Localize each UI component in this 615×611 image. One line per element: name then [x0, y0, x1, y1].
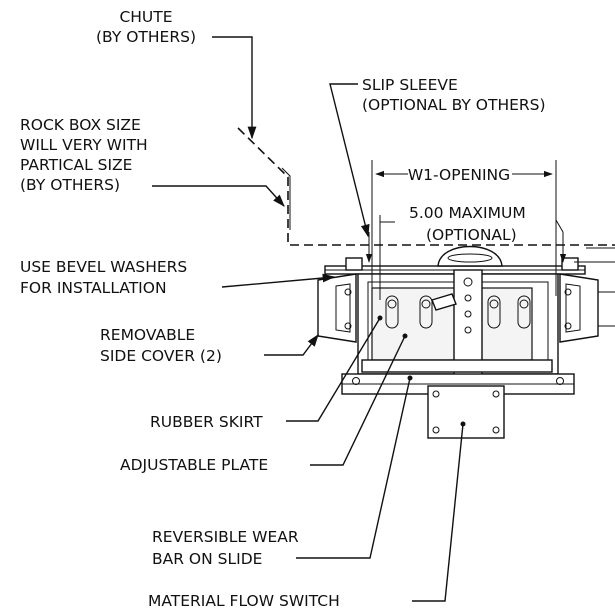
rubber-skirt-label: RUBBER SKIRT — [150, 413, 263, 431]
slip-sleeve-label-line2: (OPTIONAL BY OTHERS) — [362, 96, 546, 114]
flow-switch-leader — [412, 423, 464, 602]
right-washer-bracket — [561, 257, 579, 271]
rock-box-assembly — [317, 245, 615, 439]
bevel-leader — [221, 273, 336, 288]
max-dimension — [365, 215, 615, 300]
adjustable-plate-leader — [310, 335, 406, 466]
adjustment-slots — [385, 295, 531, 329]
wear-bar-leader — [296, 377, 411, 559]
adjustable-plate-dot — [402, 333, 408, 339]
max-label-line1: 5.00 MAXIMUM — [409, 204, 526, 222]
side-cover-label-line2: SIDE COVER (2) — [100, 347, 222, 365]
rock-box-label-line4: (BY OTHERS) — [20, 176, 120, 194]
w1-opening-dimension — [371, 160, 557, 296]
flow-switch-box — [427, 385, 505, 439]
slip-sleeve-leader — [329, 83, 370, 238]
flow-switch-dot — [460, 421, 466, 427]
wear-bar-label-line1: REVERSIBLE WEAR — [152, 528, 299, 546]
wear-bar-label-line2: BAR ON SLIDE — [152, 550, 262, 568]
chute-label-line1: CHUTE — [119, 8, 172, 26]
left-washer-bracket — [345, 257, 363, 271]
small-bracket — [431, 293, 457, 311]
rubber-skirt-leader — [286, 317, 381, 422]
chute-outline — [237, 127, 615, 246]
rubber-skirt-dot — [377, 315, 383, 321]
side-cover-label-line1: REMOVABLE — [100, 326, 195, 344]
rock-box-label-line1: ROCK BOX SIZE — [20, 116, 141, 134]
bevel-label-line2: FOR INSTALLATION — [20, 279, 167, 297]
w1-opening-label: W1-OPENING — [408, 166, 510, 184]
bevel-label-line1: USE BEVEL WASHERS — [20, 258, 187, 276]
left-side-cover — [317, 273, 357, 343]
right-side-cover — [559, 273, 599, 343]
max-label-line2: (OPTIONAL) — [426, 226, 517, 244]
sensor-dome — [437, 245, 503, 267]
chute-leader — [212, 36, 257, 140]
adjustable-plate-label: ADJUSTABLE PLATE — [120, 456, 268, 474]
slip-sleeve-label-line1: SLIP SLEEVE — [362, 76, 458, 94]
rock-box-label-line3: PARTICAL SIZE — [20, 156, 132, 174]
side-cover-leader — [264, 333, 319, 356]
wear-bar — [361, 359, 553, 373]
rock-box-leader — [152, 185, 285, 207]
flow-switch-label: MATERIAL FLOW SWITCH — [148, 592, 340, 610]
chute-label-line2: (BY OTHERS) — [96, 28, 196, 46]
rock-box-label-line2: WILL VERY WITH — [20, 136, 148, 154]
wear-bar-dot — [407, 375, 413, 381]
